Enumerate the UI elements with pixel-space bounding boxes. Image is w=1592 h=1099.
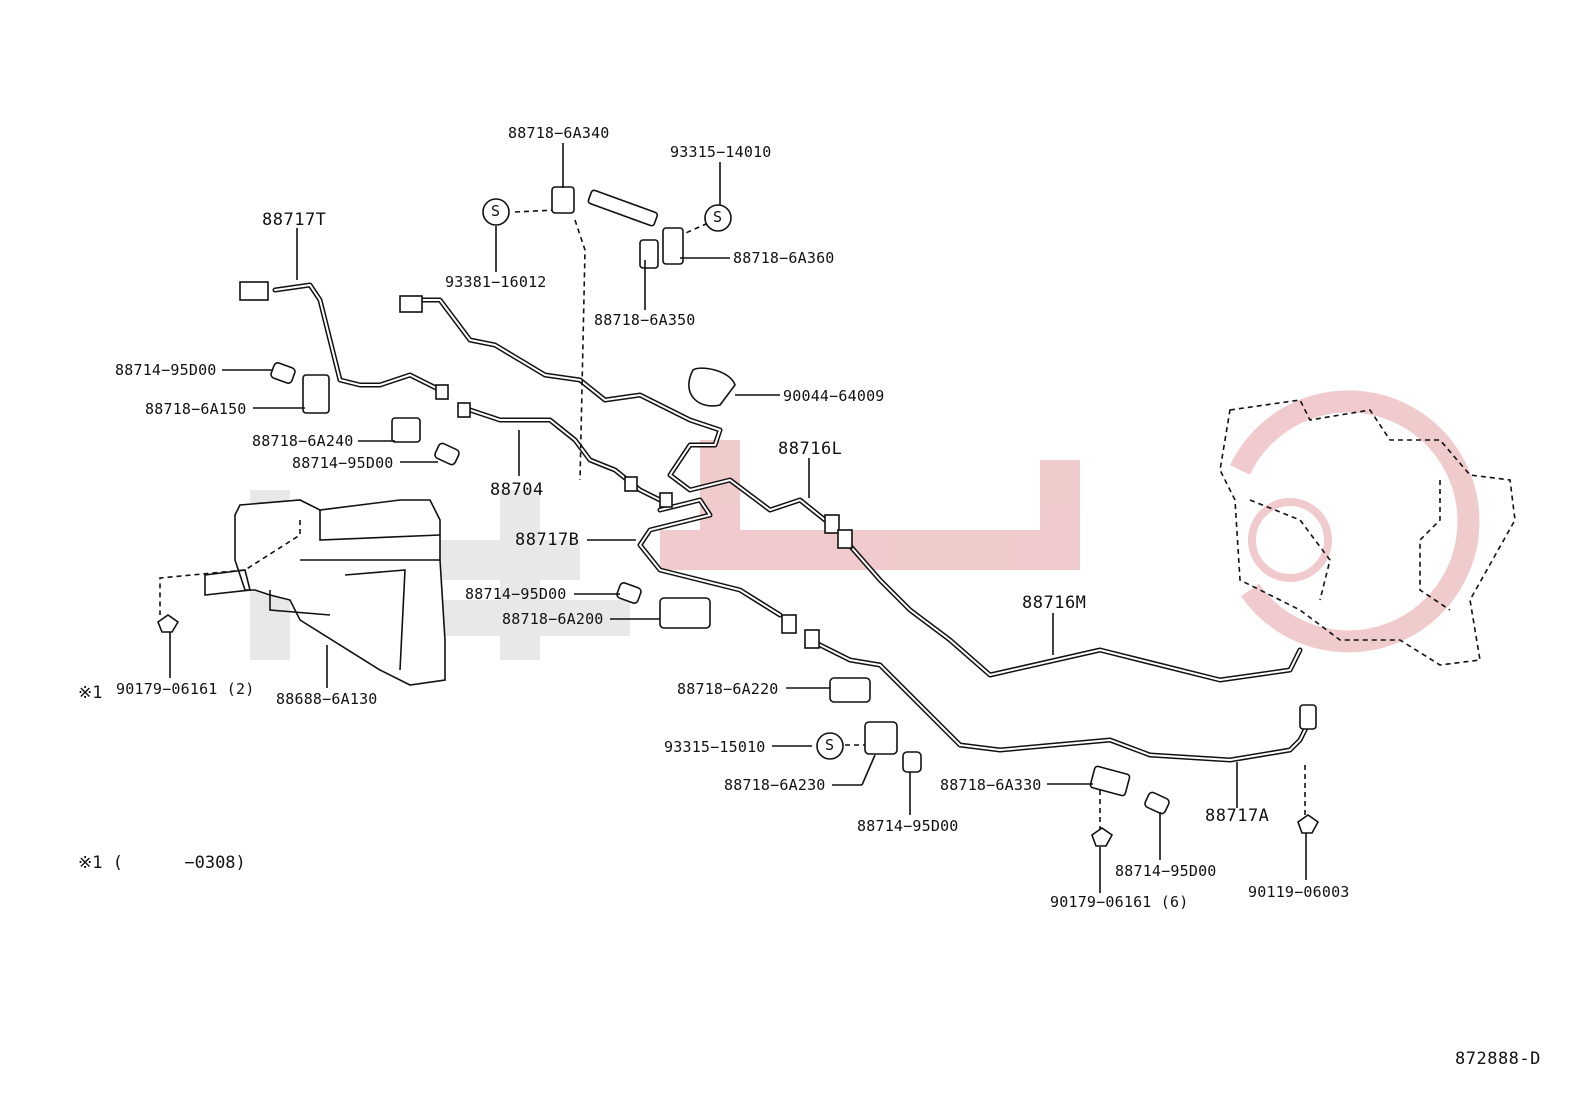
pipe-88716M: [842, 537, 1303, 683]
label-88718-6A360: 88718−6A360: [733, 249, 835, 267]
label-88714-95D00-c: 88714−95D00: [465, 585, 567, 603]
s-symbol-1: S: [491, 202, 501, 220]
label-93315-14010: 93315−14010: [670, 143, 772, 161]
dashed-leaders: [514, 209, 1306, 830]
label-88714-95D00-a: 88714−95D00: [115, 361, 217, 379]
label-88688-6A130: 88688−6A130: [276, 690, 378, 708]
s-symbols: [482, 198, 844, 760]
label-88716M: 88716M: [1022, 593, 1087, 613]
note-mark: ※1: [78, 683, 103, 703]
pipe-88717T: [239, 281, 443, 393]
label-88718-6A230: 88718−6A230: [724, 776, 826, 794]
label-88717A: 88717A: [1205, 806, 1270, 826]
label-90119-06003: 90119−06003: [1248, 883, 1350, 901]
label-88718-6A150: 88718−6A150: [145, 400, 247, 418]
label-88718-6A340: 88718−6A340: [508, 124, 610, 142]
leader-lines: [169, 143, 1307, 893]
label-88714-95D00-b: 88714−95D00: [292, 454, 394, 472]
label-88714-95D00-e: 88714−95D00: [1115, 862, 1217, 880]
pipe-88716L: [399, 295, 828, 523]
s-symbol-3: S: [825, 736, 835, 754]
label-90044-64009: 90044−64009: [783, 387, 885, 405]
label-93315-15010: 93315−15010: [664, 738, 766, 756]
label-90179-06161-2: 90179−06161 (2): [116, 680, 255, 698]
label-90179-06161-6: 90179−06161 (6): [1050, 893, 1189, 911]
reservoir-tank: [159, 499, 446, 686]
label-88718-6A240: 88718−6A240: [252, 432, 354, 450]
label-88718-6A220: 88718−6A220: [677, 680, 779, 698]
label-88717B: 88717B: [515, 530, 580, 550]
label-88718-6A350: 88718−6A350: [594, 311, 696, 329]
label-93381-16012: 93381−16012: [445, 273, 547, 291]
clamp-parts: [157, 186, 1320, 847]
pipe-88717A: [807, 637, 1313, 763]
label-88704: 88704: [490, 480, 544, 500]
pipe-88717B: [637, 497, 783, 618]
label-88718-6A330: 88718−6A330: [940, 776, 1042, 794]
label-88717T: 88717T: [262, 210, 327, 230]
engine-outline: [1219, 399, 1516, 666]
diagram-id: 872888-D: [1455, 1049, 1541, 1069]
label-88716L: 88716L: [778, 439, 843, 459]
s-symbol-2: S: [713, 208, 723, 226]
label-88718-6A200: 88718−6A200: [502, 610, 604, 628]
label-88714-95D00-d: 88714−95D00: [857, 817, 959, 835]
footnote: ※1 ( −0308): [78, 853, 246, 873]
